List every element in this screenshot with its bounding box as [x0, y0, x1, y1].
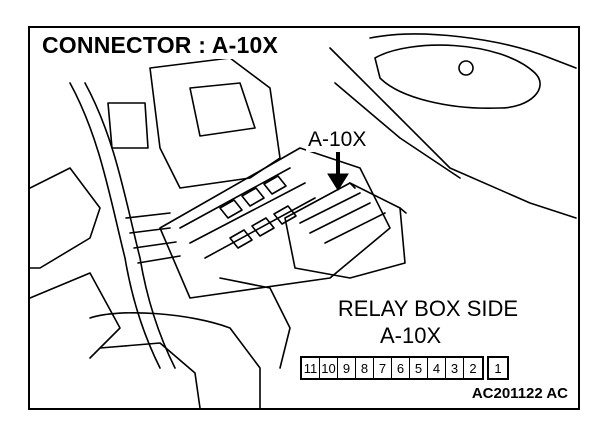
- relay-box-side-label: RELAY BOX SIDE: [337, 296, 519, 321]
- pin: 6: [392, 358, 410, 378]
- relay-box-connector-id: A-10X: [380, 323, 442, 348]
- engine-bay-illustration: [30, 33, 577, 408]
- pin: 7: [374, 358, 392, 378]
- pin: 2: [469, 360, 477, 376]
- pin: 10: [320, 358, 338, 378]
- component-cover-dome: [374, 44, 541, 110]
- connector-title: CONNECTOR : A-10X: [38, 32, 286, 59]
- callout-arrow: [327, 152, 349, 191]
- component-cover-outline: [369, 33, 577, 69]
- lower-cover: [89, 312, 261, 408]
- pin-group-main: 11 10 9 8 7 6 5 4 3 2: [300, 356, 484, 380]
- connector-pinout: 11 10 9 8 7 6 5 4 3 2 1: [300, 356, 509, 380]
- diagram-frame: CONNECTOR : A-10X A-10X RELAY BOX SIDE A…: [28, 26, 580, 410]
- pin-group-single: 1: [487, 356, 509, 380]
- callout-label: A-10X: [306, 128, 369, 152]
- cover-bolt: [458, 60, 474, 76]
- pin: 8: [356, 358, 374, 378]
- pin: 4: [428, 358, 446, 378]
- pin: 3: [446, 358, 464, 378]
- pin: 1: [494, 360, 502, 376]
- harness-left: [69, 82, 161, 369]
- pin: 5: [410, 358, 428, 378]
- fuse-box-body: [159, 147, 391, 299]
- pin: 11: [302, 358, 320, 378]
- figure-code: AC201122 AC: [469, 385, 570, 402]
- left-housing: [149, 57, 281, 189]
- left-bracket: [30, 167, 101, 269]
- pin: 9: [338, 358, 356, 378]
